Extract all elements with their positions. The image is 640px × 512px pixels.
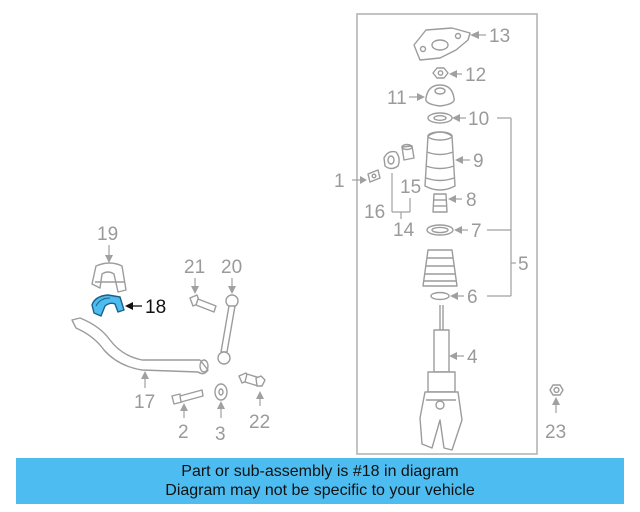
callout-6: 6 [467, 287, 478, 308]
leader-8 [448, 195, 462, 203]
part-18-stabilizer-bushing[interactable] [91, 294, 125, 317]
part-5-dust-boot[interactable] [422, 249, 458, 287]
callout-13: 13 [489, 26, 510, 47]
parts-diagram: 13 12 11 10 9 [71, 13, 566, 455]
notice-banner: Part or sub-assembly is #18 in diagram D… [16, 458, 624, 504]
leader-4 [449, 352, 464, 360]
part-13-top-mount-bracket[interactable] [413, 27, 471, 61]
callout-16: 16 [364, 202, 385, 223]
leader-13 [470, 31, 486, 39]
part-10-washer[interactable] [427, 112, 453, 124]
callout-23: 23 [545, 422, 566, 443]
callout-12: 12 [465, 65, 486, 86]
callout-5: 5 [518, 254, 529, 275]
leader-6 [450, 292, 464, 300]
callout-21: 21 [184, 257, 205, 278]
notice-line-2: Diagram may not be specific to your vehi… [165, 482, 475, 499]
callout-11: 11 [387, 88, 407, 109]
part-20-stabilizer-link[interactable] [217, 294, 239, 365]
part-11-upper-mount[interactable] [425, 84, 455, 107]
callout-2: 2 [178, 422, 189, 443]
part-10-washer-hole [433, 114, 447, 121]
leader-1 [352, 176, 367, 184]
part-23-nut[interactable] [549, 384, 564, 396]
leader-9 [455, 156, 470, 164]
part-15-cup[interactable] [401, 143, 415, 161]
callout-10: 10 [468, 109, 489, 130]
leader-7 [454, 226, 468, 234]
callout-17: 17 [134, 392, 155, 413]
leader-21 [191, 278, 199, 294]
part-6-ring[interactable] [430, 291, 450, 301]
callout-18: 18 [145, 297, 166, 318]
leader-19 [105, 245, 113, 263]
part-12-nut[interactable] [432, 67, 449, 79]
part-19-bracket[interactable] [91, 262, 127, 293]
part-3-washer[interactable] [214, 383, 228, 401]
part-7-ring[interactable] [426, 224, 454, 236]
strut-assembly-frame [356, 13, 538, 455]
part-16-bushing[interactable] [383, 150, 400, 170]
leader-23 [552, 397, 560, 413]
callout-9: 9 [473, 151, 484, 172]
part-4-strut[interactable] [419, 305, 463, 451]
part-22-bolt[interactable] [238, 372, 266, 387]
part-9-air-spring[interactable] [424, 131, 456, 191]
callout-15: 15 [400, 177, 421, 198]
leader-17 [141, 371, 149, 388]
leader-22 [256, 391, 264, 406]
callout-14: 14 [393, 220, 415, 241]
part-2-bolt[interactable] [171, 389, 204, 405]
leader-14-bracket [391, 173, 411, 219]
leader-20 [228, 278, 236, 294]
leader-12 [449, 70, 462, 78]
leader-11 [409, 93, 425, 101]
leader-18 [125, 302, 142, 310]
callout-1: 1 [334, 171, 345, 192]
part-17-stabilizer-bar[interactable] [71, 317, 209, 375]
callout-4: 4 [467, 347, 478, 368]
callout-7: 7 [471, 221, 482, 242]
part-1-clip[interactable] [367, 169, 381, 183]
callout-3: 3 [215, 424, 226, 445]
part-21-bolt[interactable] [189, 294, 217, 313]
leader-2 [180, 403, 188, 418]
callout-20: 20 [221, 257, 242, 278]
leader-10 [452, 114, 466, 122]
callout-22: 22 [249, 412, 270, 433]
part-7-ring-hole [431, 226, 449, 234]
callout-19: 19 [97, 224, 118, 245]
leader-5-bracket [487, 117, 516, 297]
callout-8: 8 [466, 190, 477, 211]
part-8-bump-stop[interactable] [432, 193, 448, 213]
notice-line-1: Part or sub-assembly is #18 in diagram [181, 463, 459, 480]
leader-3 [217, 401, 225, 418]
